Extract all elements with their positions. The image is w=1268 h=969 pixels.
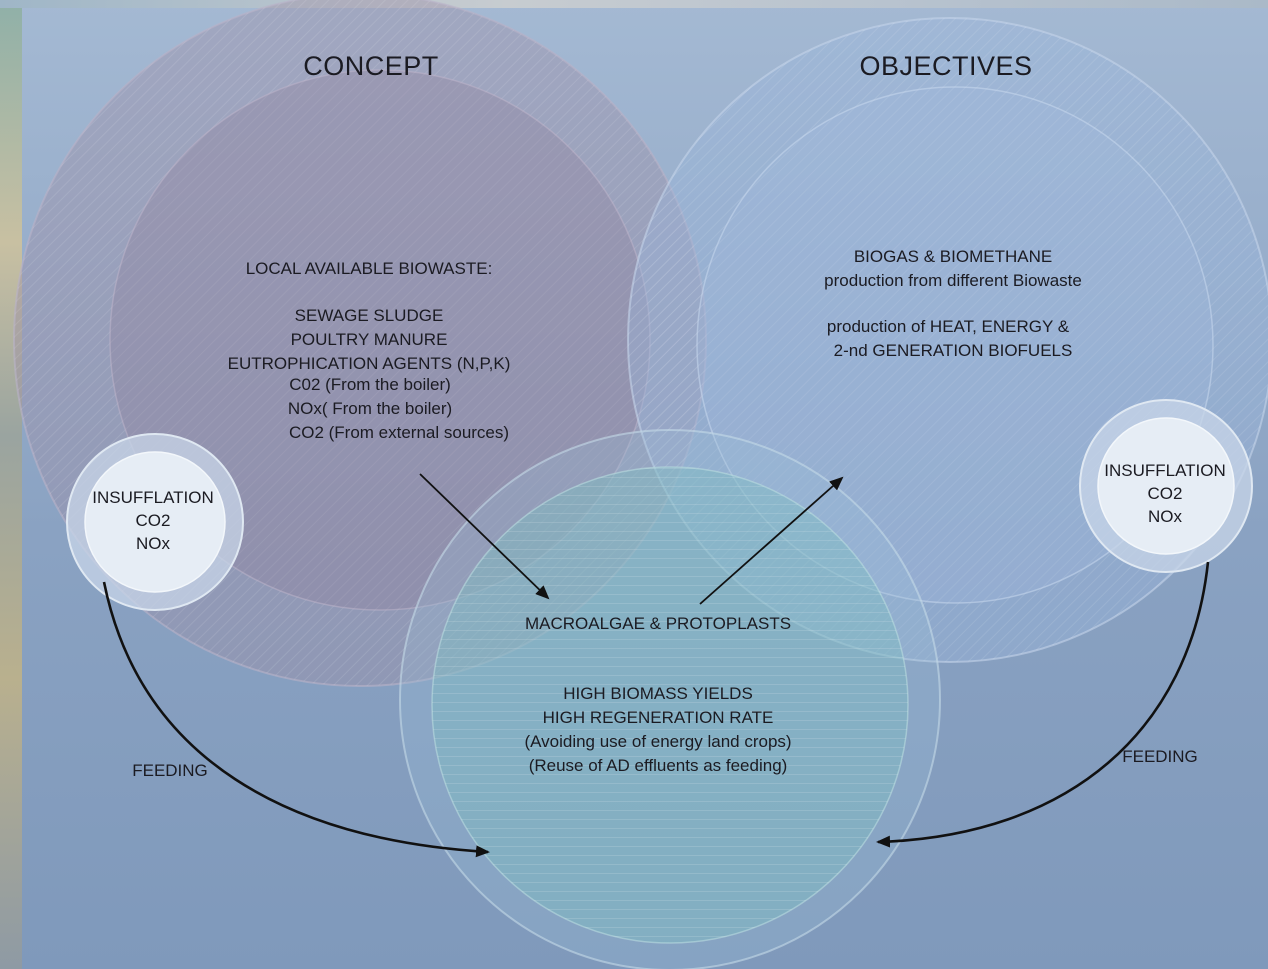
arrow-right-feeding [876,561,1210,848]
left-insufflation-node [66,433,244,611]
arrow-center-to-objectives [699,476,844,605]
center-title: MACROALGAE & PROTOPLASTS [524,614,792,633]
right-node-line: CO2 [1147,484,1183,503]
center-line: (Reuse of AD effluents as feeding) [528,756,788,775]
right-node-line: INSUFFLATION [1104,461,1226,480]
concept-item: CO2 (From external sources) [288,423,510,442]
objectives-line: BIOGAS & BIOMETHANE [853,247,1053,266]
left-node-text: INSUFFLATION CO2 NOx [92,486,214,555]
objectives-line: production of HEAT, ENERGY & [826,317,1070,336]
background-photo-edge-left [0,0,22,969]
arrow-left-feeding [102,581,490,858]
objectives-line: 2-nd GENERATION BIOFUELS [833,341,1073,360]
center-circle [399,429,941,969]
background-photo-edge-top [0,0,1268,8]
concept-title: CONCEPT [303,51,439,81]
left-feeding-label: FEEDING [132,761,208,780]
concept-item: SEWAGE SLUDGE [294,306,444,325]
right-insufflation-node [1079,399,1253,573]
arrow-concept-to-center [419,473,550,600]
concept-item: POULTRY MANURE [290,330,448,349]
concept-item-list: SEWAGE SLUDGE POULTRY MANURE EUTROPHICAT… [228,304,511,376]
center-line: (Avoiding use of energy land crops) [524,732,792,751]
right-node-text: INSUFFLATION CO2 NOx [1104,459,1226,528]
left-node-line: CO2 [135,511,171,530]
center-line-list: HIGH BIOMASS YIELDS HIGH REGENERATION RA… [524,682,791,778]
concept-item: NOx( From the boiler) [287,399,453,418]
center-line: HIGH BIOMASS YIELDS [563,684,753,703]
right-feeding-label: FEEDING [1122,747,1198,766]
left-node-line: INSUFFLATION [92,488,214,507]
objectives-line: production from different Biowaste [824,271,1082,290]
left-node-line: NOx [136,534,170,553]
concept-item: EUTROPHICATION AGENTS (N,P,K) [227,354,511,373]
objectives-title: OBJECTIVES [859,51,1033,81]
center-line: HIGH REGENERATION RATE [542,708,774,727]
concept-item: C02 (From the boiler) [289,375,451,394]
concept-heading: LOCAL AVAILABLE BIOWASTE: [245,259,493,278]
right-node-line: NOx [1148,507,1182,526]
